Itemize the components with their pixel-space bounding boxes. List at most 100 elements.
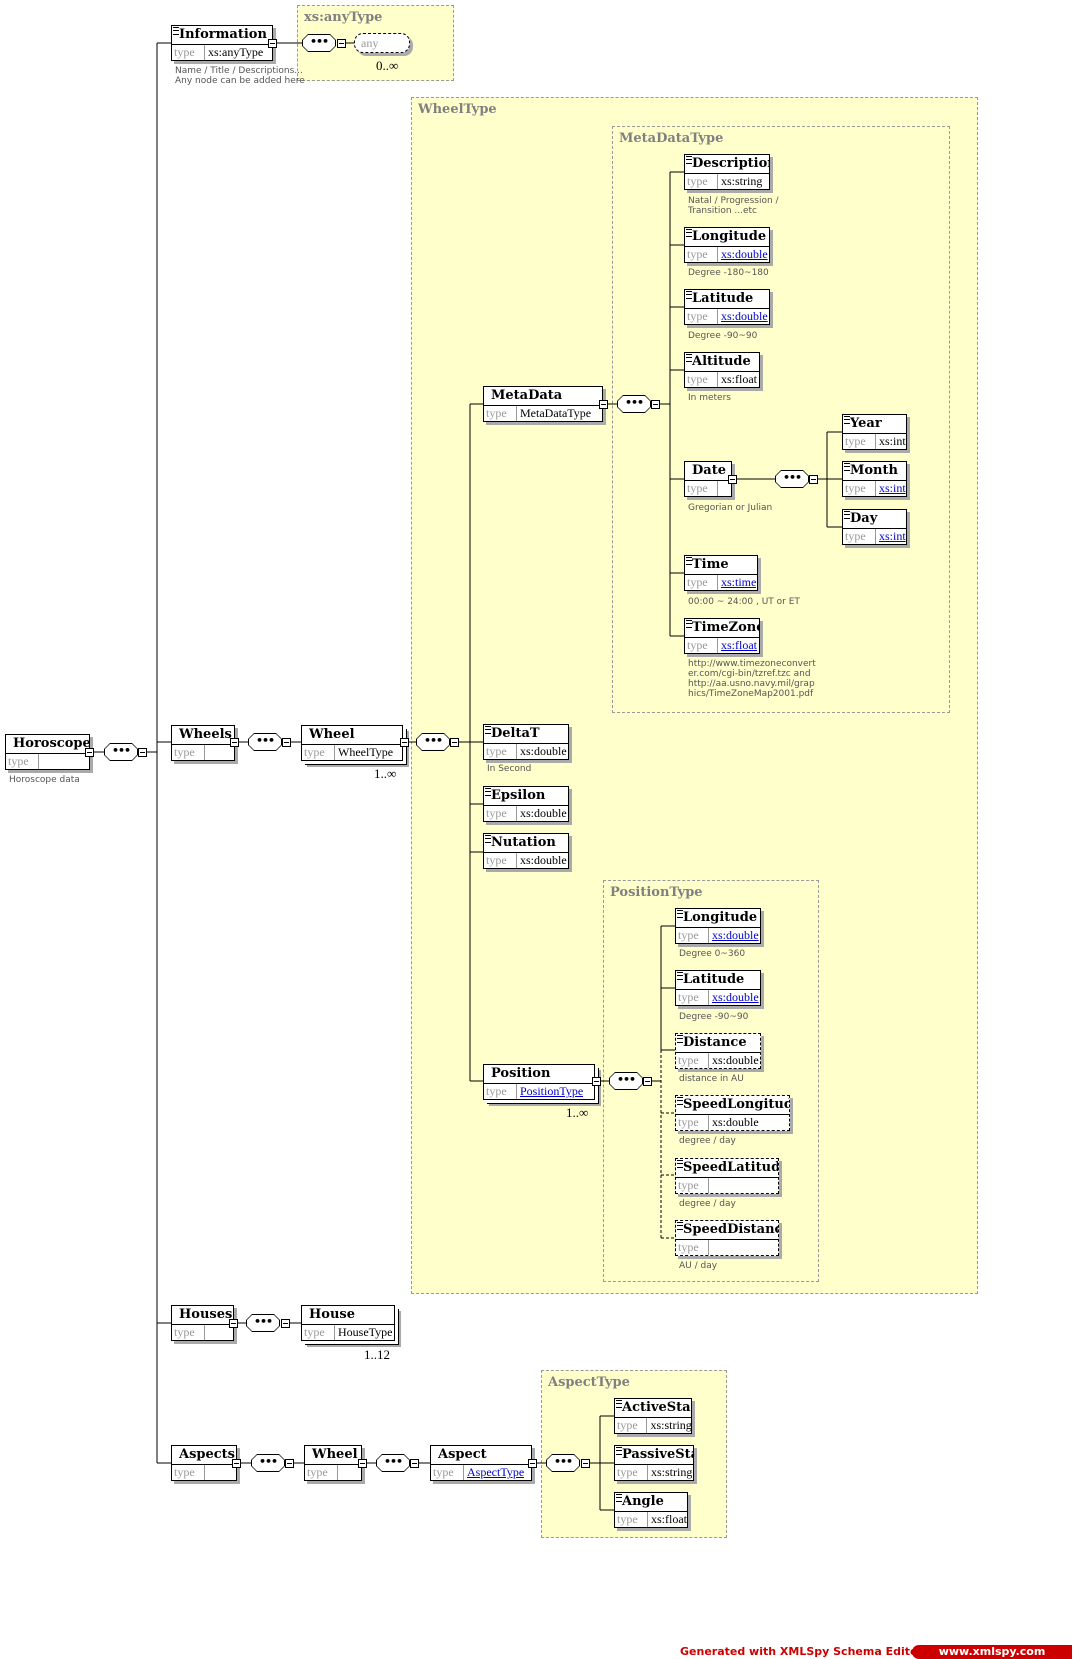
collapse-icon[interactable] (599, 400, 608, 409)
element-aspect-wheel[interactable]: Wheel type (304, 1445, 362, 1481)
sequence-compositor[interactable]: ••• (376, 1454, 410, 1472)
annotation: Degree 0~360 (679, 949, 746, 959)
sequence-compositor[interactable]: ••• (104, 743, 138, 761)
type-link[interactable]: xs:double (721, 309, 768, 323)
collapse-icon[interactable] (358, 1459, 367, 1468)
sequence-compositor[interactable]: ••• (251, 1454, 285, 1472)
element-name: Wheel (309, 727, 355, 742)
collapse-icon[interactable] (528, 1459, 537, 1468)
type-link[interactable]: xs:int (879, 481, 906, 495)
element-name: Horoscope (13, 736, 89, 751)
sequence-compositor[interactable]: ••• (617, 395, 651, 413)
element-aspects[interactable]: Aspects type (171, 1445, 237, 1481)
collapse-icon[interactable] (809, 475, 818, 484)
type-link[interactable]: xs:double (712, 990, 759, 1004)
sequence-compositor[interactable]: ••• (416, 733, 450, 751)
type-link[interactable]: AspectType (467, 1465, 525, 1479)
collapse-icon[interactable] (643, 1077, 652, 1086)
element-name: Description (692, 156, 769, 171)
type-value (338, 1465, 341, 1480)
sequence-compositor[interactable]: ••• (775, 470, 809, 488)
type-link[interactable]: PositionType (520, 1084, 584, 1098)
type-value: xs:string (650, 1418, 691, 1432)
collapse-icon[interactable] (728, 475, 737, 484)
collapse-icon[interactable] (592, 1077, 601, 1086)
type-link[interactable]: xs:double (712, 928, 759, 942)
element-name: Houses (179, 1307, 233, 1322)
element-speeddistance[interactable]: SpeedDistance type (675, 1220, 779, 1256)
collapse-icon[interactable] (229, 1319, 238, 1328)
type-label: type (843, 481, 876, 496)
sequence-compositor[interactable]: ••• (248, 733, 282, 751)
collapse-icon[interactable] (410, 1459, 419, 1468)
type-link[interactable]: xs:time (721, 575, 757, 589)
element-houses[interactable]: Houses type (171, 1305, 234, 1341)
collapse-icon[interactable] (651, 400, 660, 409)
site-link[interactable]: www.xmlspy.com (912, 1645, 1072, 1659)
collapse-icon[interactable] (230, 738, 239, 747)
collapse-icon[interactable] (232, 1459, 241, 1468)
element-date[interactable]: Date type (684, 461, 732, 497)
sequence-icon: ••• (377, 1455, 409, 1471)
type-label: type (676, 990, 709, 1005)
sequence-compositor[interactable]: ••• (546, 1454, 580, 1472)
type-link[interactable]: xs:double (721, 247, 768, 261)
sequence-compositor[interactable]: ••• (246, 1314, 280, 1332)
collapse-icon[interactable] (337, 39, 346, 48)
type-label: type (843, 434, 876, 449)
element-speedlatitude[interactable]: SpeedLatitude type (675, 1158, 779, 1194)
type-value: xs:string (721, 174, 763, 188)
type-label: type (302, 745, 335, 760)
collapse-icon[interactable] (85, 748, 94, 757)
collapse-icon[interactable] (450, 738, 459, 747)
documentation-icon (485, 835, 491, 843)
element-name: SpeedLongitude (683, 1097, 789, 1112)
collapse-icon[interactable] (281, 1319, 290, 1328)
annotation: Degree -90~90 (679, 1012, 749, 1022)
type-value (709, 1240, 712, 1255)
type-label: type (615, 1465, 648, 1480)
collapse-icon[interactable] (268, 39, 277, 48)
element-wheels[interactable]: Wheels type (171, 725, 235, 761)
sequence-compositor[interactable]: ••• (302, 34, 336, 52)
element-name: Longitude (692, 229, 767, 244)
documentation-icon (844, 416, 850, 424)
collapse-icon[interactable] (282, 738, 291, 747)
collapse-icon[interactable] (138, 748, 147, 757)
collapse-icon[interactable] (285, 1459, 294, 1468)
type-label: type (305, 1465, 338, 1480)
collapse-icon[interactable] (581, 1459, 590, 1468)
type-link[interactable]: xs:int (879, 529, 906, 543)
any-wildcard[interactable]: any (354, 33, 410, 53)
sequence-compositor[interactable]: ••• (609, 1072, 643, 1090)
collapse-icon[interactable] (400, 738, 409, 747)
type-link[interactable]: xs:float (721, 638, 757, 652)
element-horoscope[interactable]: Horoscope type (5, 734, 90, 770)
type-label: type (685, 174, 718, 189)
